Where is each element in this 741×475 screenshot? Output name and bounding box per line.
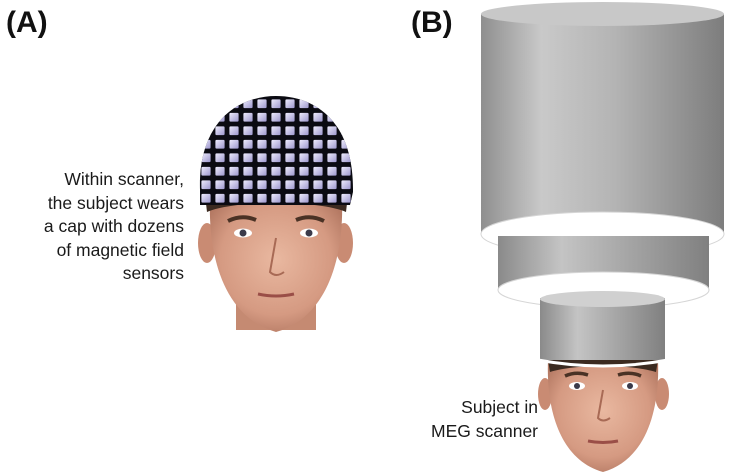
sensor-tile [284,98,296,109]
sensor-tile [242,125,254,136]
sensor-tile [312,179,324,190]
sensor-tile [200,112,212,123]
sensor-tile [256,179,268,190]
head-a-illustration [198,187,353,332]
sensor-tile [200,139,212,150]
sensor-tile [298,139,310,150]
sensor-tile [298,166,310,177]
sensor-tile [228,152,240,163]
sensor-tile [284,112,296,123]
sensor-tile [256,166,268,177]
sensor-tile [214,98,226,109]
sensor-tile [312,193,324,204]
sensor-tile [326,112,338,123]
sensor-tile [214,125,226,136]
sensor-tile [284,179,296,190]
sensor-tile [284,139,296,150]
sensor-tile [228,125,240,136]
sensor-tile [214,139,226,150]
sensor-tile [284,152,296,163]
sensor-tile [298,98,310,109]
sensor-tile [228,112,240,123]
sensor-tile [326,98,338,109]
sensor-tile [326,179,338,190]
sensor-tile [256,152,268,163]
sensor-tile [200,193,212,204]
sensor-tile [242,152,254,163]
sensor-tile [214,179,226,190]
sensor-tile [242,193,254,204]
sensor-tile [340,112,352,123]
sensor-tile [242,166,254,177]
sensor-tile [326,125,338,136]
sensor-tile [284,166,296,177]
sensor-tile [340,125,352,136]
sensor-tile [326,166,338,177]
sensor-tile [270,179,282,190]
sensor-tile [228,166,240,177]
sensor-tile [256,139,268,150]
sensor-tile [326,193,338,204]
sensor-tile [340,98,352,109]
sensor-tile [242,179,254,190]
caption-meg-scanner: Subject in MEG scanner [431,397,538,441]
sensor-tile [270,112,282,123]
sensor-tile [270,98,282,109]
sensor-tile [312,112,324,123]
sensor-tile [312,166,324,177]
sensor-tile [242,98,254,109]
sensor-tile [298,112,310,123]
sensor-tile [228,98,240,109]
sensor-tile [214,166,226,177]
sensor-tile [312,152,324,163]
sensor-tile [298,152,310,163]
panel-label-b: (B) [411,6,453,39]
sensor-tile [326,152,338,163]
sensor-tile [340,179,352,190]
sensor-cap [199,96,354,205]
sensor-tile [340,193,352,204]
sensor-tile [312,98,324,109]
sensor-tile [298,125,310,136]
sensor-tile [228,179,240,190]
sensor-tile [256,193,268,204]
sensor-tile [214,112,226,123]
sensor-tile [214,152,226,163]
sensor-tile [270,193,282,204]
sensor-tile [200,98,212,109]
sensor-tile [312,139,324,150]
caption-sensor-cap: Within scanner, the subject wears a cap … [43,169,184,283]
sensor-tile [270,139,282,150]
sensor-tile [270,152,282,163]
sensor-tile [200,152,212,163]
sensor-tile [340,152,352,163]
sensor-tile [340,166,352,177]
sensor-tile [200,179,212,190]
sensor-tile [256,112,268,123]
sensor-tile [256,98,268,109]
sensor-tile [298,179,310,190]
sensor-tile [284,125,296,136]
sensor-tile [228,139,240,150]
sensor-tile [326,139,338,150]
sensor-tile [200,166,212,177]
sensor-tile [200,125,212,136]
sensor-tile [270,125,282,136]
panel-label-a: (A) [6,6,48,39]
sensor-tile [312,125,324,136]
sensor-tile [298,193,310,204]
sensor-tile [242,139,254,150]
meg-scanner-illustration [480,2,725,360]
head-b-illustration [537,358,669,472]
sensor-tile [340,139,352,150]
sensor-tile [284,193,296,204]
sensor-tile [270,166,282,177]
sensor-tile [242,112,254,123]
sensor-tile [214,193,226,204]
sensor-tile [256,125,268,136]
sensor-tile [228,193,240,204]
